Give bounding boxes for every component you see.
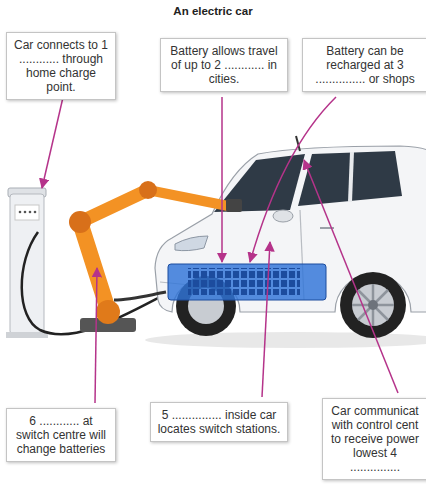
leader-line	[221, 97, 223, 262]
wing-mirror	[273, 210, 293, 222]
callout-text: Battery can be recharged at 3 ..........…	[309, 44, 421, 86]
callout-box: Car connects to 1 ............ through h…	[6, 32, 116, 100]
battery-cells	[188, 268, 300, 295]
callout-box: Battery can be recharged at 3 ..........…	[302, 38, 426, 92]
leader-line	[304, 160, 398, 393]
robot-cable	[114, 292, 166, 300]
robot-gripper	[226, 199, 242, 212]
callout-box: Battery allows travel of up to 2 .......…	[160, 38, 288, 92]
display-dot	[24, 211, 27, 214]
charge-display	[15, 205, 39, 220]
display-dot	[19, 211, 22, 214]
robot-arm-lower	[80, 222, 108, 310]
callout-text: Car communicat with control cent to rece…	[329, 404, 421, 474]
robot-arm-fore	[148, 190, 228, 206]
robot-joint	[96, 300, 120, 324]
display-dot	[34, 211, 37, 214]
display-dot	[29, 211, 32, 214]
callout-text: Car connects to 1 ............ through h…	[13, 38, 109, 94]
robot-arm-upper	[80, 190, 148, 222]
window-pillar	[350, 152, 352, 202]
diagram-title: An electric car	[0, 5, 426, 17]
headlight	[175, 236, 208, 251]
leader-line	[42, 93, 64, 188]
robot-joint	[69, 211, 91, 233]
wheel-hub	[368, 300, 378, 310]
callout-box: Car communicat with control cent to rece…	[322, 398, 426, 480]
leader-line	[95, 268, 97, 403]
robot-joint	[139, 181, 157, 199]
windshield	[214, 154, 305, 212]
callout-text: 5 ............... inside car locates swi…	[157, 408, 281, 436]
callout-text: 6 ............ at switch centre will cha…	[13, 414, 109, 456]
rear-tyre	[340, 272, 406, 338]
rear-rim	[352, 284, 394, 326]
battery-pack	[168, 264, 326, 300]
leader-line	[250, 97, 336, 262]
rim-spokes	[352, 284, 394, 326]
callout-box: 6 ............ at switch centre will cha…	[6, 408, 116, 462]
callout-text: Battery allows travel of up to 2 .......…	[167, 44, 281, 86]
charge-post-base	[6, 332, 48, 338]
side-window	[298, 151, 402, 206]
callout-box: 5 ............... inside car locates swi…	[150, 402, 288, 442]
leader-line	[262, 242, 270, 397]
